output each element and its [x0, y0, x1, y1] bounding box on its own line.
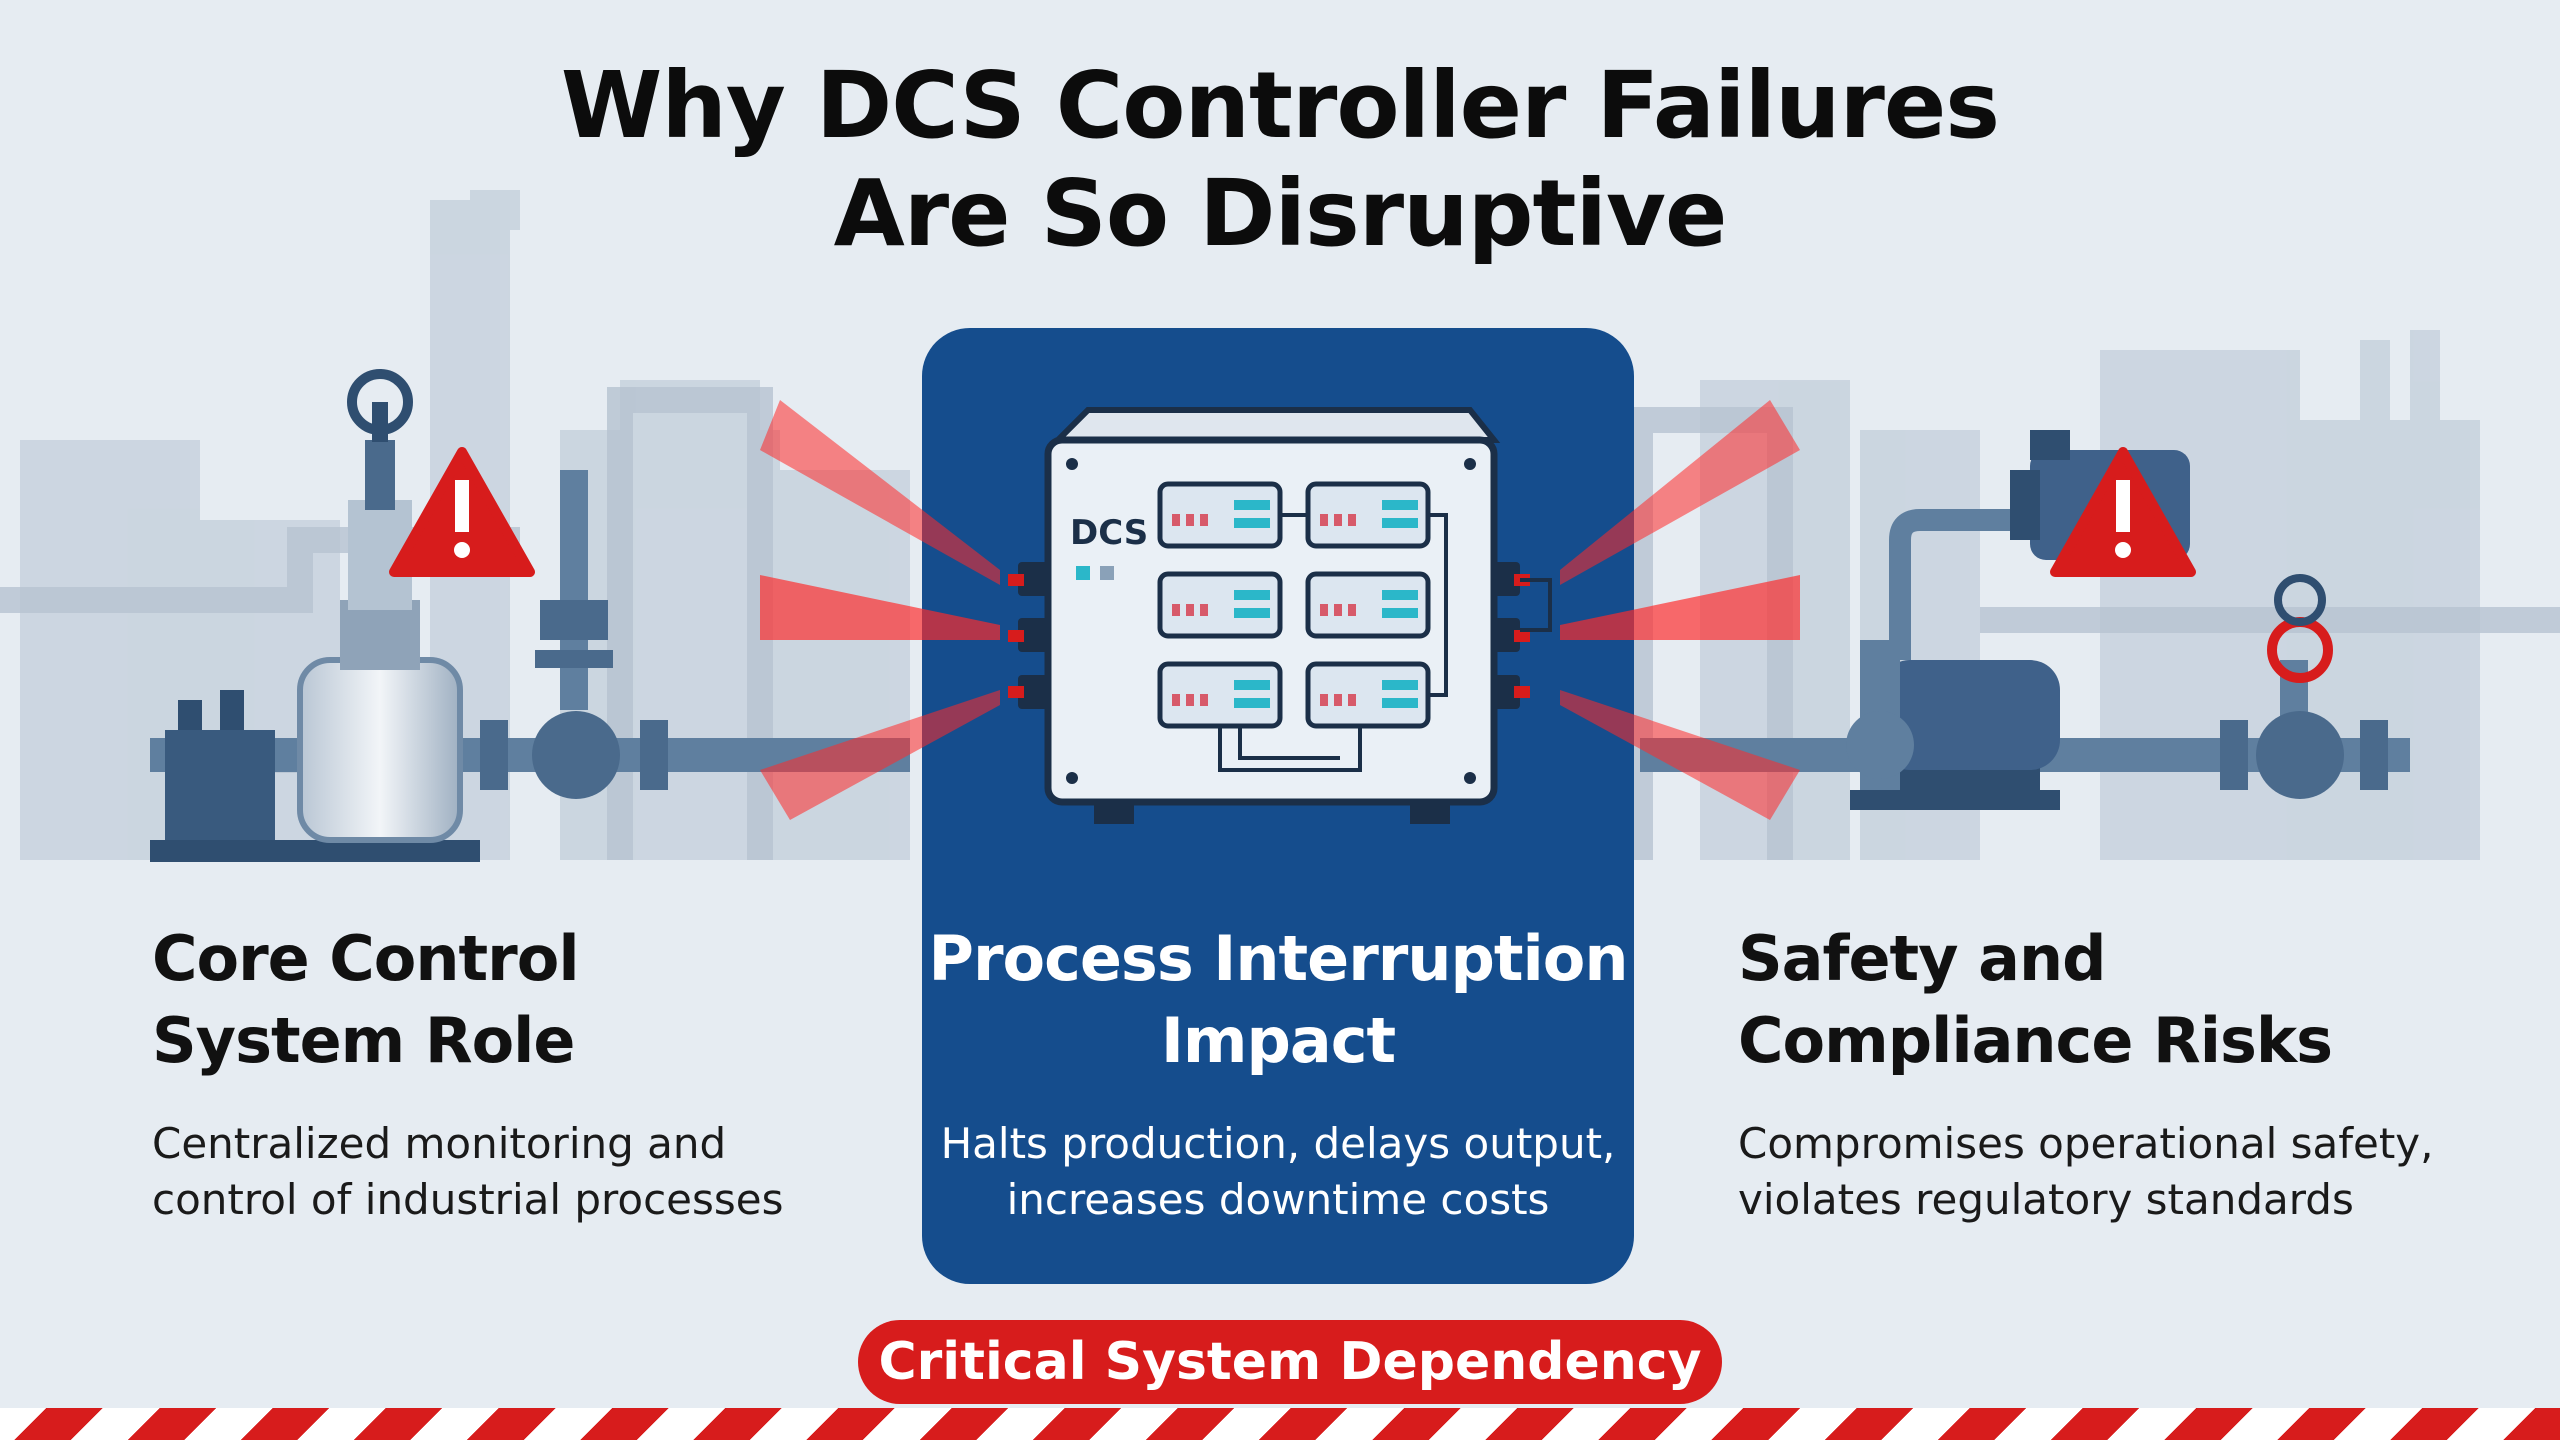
process-interruption-description: Halts production, delays output, increas…	[922, 1116, 1634, 1228]
alert-rays-left	[760, 400, 1000, 820]
page-title-line1: Why DCS Controller Failures	[560, 52, 2000, 159]
safety-compliance-heading-line2: Compliance Risks	[1738, 1004, 2333, 1077]
column-core-control: Core Control System Role Centralized mon…	[152, 918, 872, 1228]
cabinet-top	[1050, 407, 1501, 443]
core-control-heading-line1: Core Control	[152, 922, 580, 995]
safety-compliance-heading: Safety and Compliance Risks	[1738, 918, 2458, 1082]
module-status-lights	[1234, 500, 1418, 708]
safety-compliance-description: Compromises operational safety, violates…	[1738, 1116, 2458, 1228]
page-title: Why DCS Controller Failures Are So Disru…	[0, 52, 2560, 268]
safety-compliance-heading-line1: Safety and	[1738, 922, 2107, 995]
hazard-stripes	[0, 1408, 2560, 1440]
core-control-heading: Core Control System Role	[152, 918, 872, 1082]
critical-dependency-banner: Critical System Dependency	[858, 1320, 1722, 1404]
right-valve	[2220, 574, 2388, 799]
process-interruption-heading-line2: Impact	[1160, 1004, 1396, 1077]
process-interruption-heading: Process Interruption Impact	[922, 918, 1634, 1082]
column-process-interruption: Process Interruption Impact Halts produc…	[922, 918, 1634, 1228]
core-control-description-line1: Centralized monitoring and	[152, 1119, 727, 1168]
safety-compliance-description-line2: violates regulatory standards	[1738, 1175, 2354, 1224]
safety-compliance-description-line1: Compromises operational safety,	[1738, 1119, 2434, 1168]
left-equipment	[150, 369, 480, 862]
core-control-description: Centralized monitoring and control of in…	[152, 1116, 872, 1228]
core-control-description-line2: control of industrial processes	[152, 1175, 784, 1224]
process-interruption-description-line2: increases downtime costs	[1006, 1175, 1550, 1224]
left-valve	[480, 470, 668, 799]
page-title-line2: Are So Disruptive	[833, 160, 1728, 267]
controller-modules	[1157, 481, 1431, 729]
alert-rays-right	[1560, 400, 1800, 820]
process-interruption-description-line1: Halts production, delays output,	[940, 1119, 1616, 1168]
module-wiring	[1218, 513, 1552, 772]
dcs-label: DCS	[1070, 513, 1148, 553]
core-control-heading-line2: System Role	[152, 1004, 576, 1077]
process-interruption-heading-line1: Process Interruption	[928, 922, 1629, 995]
column-safety-compliance: Safety and Compliance Risks Compromises …	[1738, 918, 2458, 1228]
